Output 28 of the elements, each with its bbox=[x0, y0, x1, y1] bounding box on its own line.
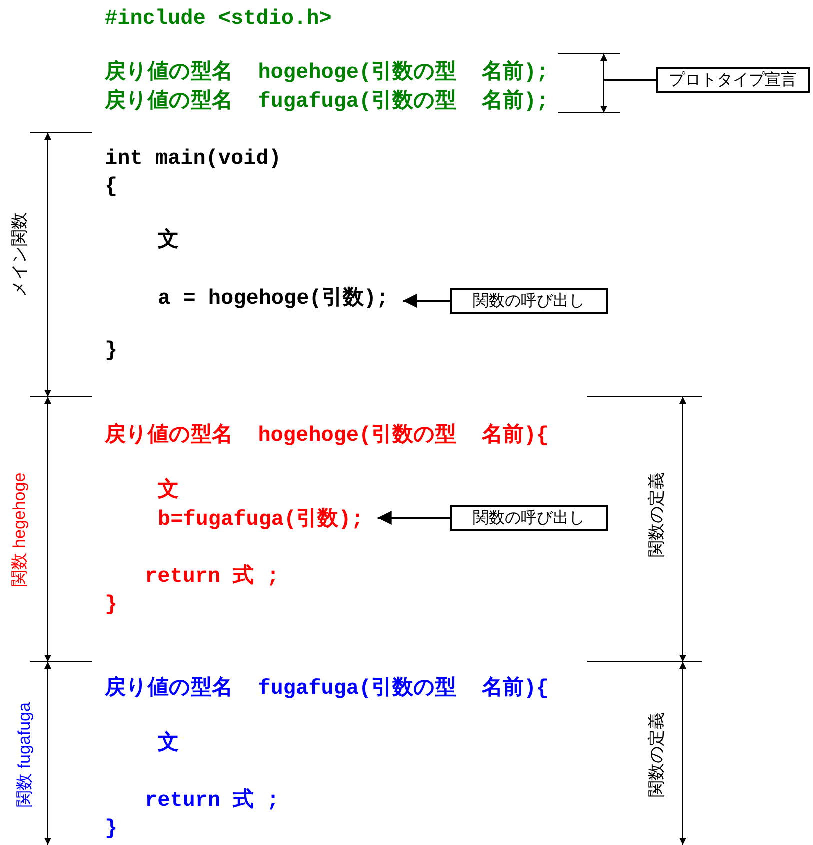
code-line: b=fugafuga(引数); bbox=[158, 509, 364, 533]
side-label: メイン関数 bbox=[10, 212, 30, 298]
code-line: 戻り値の型名 fugafuga(引数の型 名前){ bbox=[105, 678, 550, 702]
code-line: 文 bbox=[158, 480, 179, 504]
side-label: 関数の定義 bbox=[647, 712, 667, 798]
callout-box: プロトタイプ宣言 bbox=[656, 67, 810, 93]
arrow bbox=[403, 294, 450, 308]
code-line: 戻り値の型名 hogehoge(引数の型 名前){ bbox=[105, 425, 550, 449]
side-label: 関数の定義 bbox=[647, 472, 667, 558]
code-line: 文 bbox=[158, 733, 179, 757]
code-line: } bbox=[105, 594, 118, 618]
callout-box: 関数の呼び出し bbox=[450, 288, 608, 314]
code-line: return 式 ; bbox=[145, 790, 280, 814]
callout-box: 関数の呼び出し bbox=[450, 505, 608, 531]
side-label: 関数 fugafuga bbox=[15, 702, 35, 808]
code-line: 戻り値の型名 hogehoge(引数の型 名前); bbox=[105, 62, 550, 86]
code-line: 戻り値の型名 fugafuga(引数の型 名前); bbox=[105, 91, 550, 115]
side-label: 関数 hegehoge bbox=[10, 472, 30, 588]
code-line: #include <stdio.h> bbox=[105, 8, 332, 32]
connector-line bbox=[604, 79, 656, 81]
code-line: } bbox=[105, 818, 118, 842]
code-line: return 式 ; bbox=[145, 566, 280, 590]
arrow bbox=[378, 511, 450, 525]
code-line: } bbox=[105, 340, 118, 364]
code-line: int main(void) bbox=[105, 148, 282, 172]
code-line: 文 bbox=[158, 230, 179, 254]
code-line: a = hogehoge(引数); bbox=[158, 288, 390, 312]
code-line: { bbox=[105, 176, 118, 200]
